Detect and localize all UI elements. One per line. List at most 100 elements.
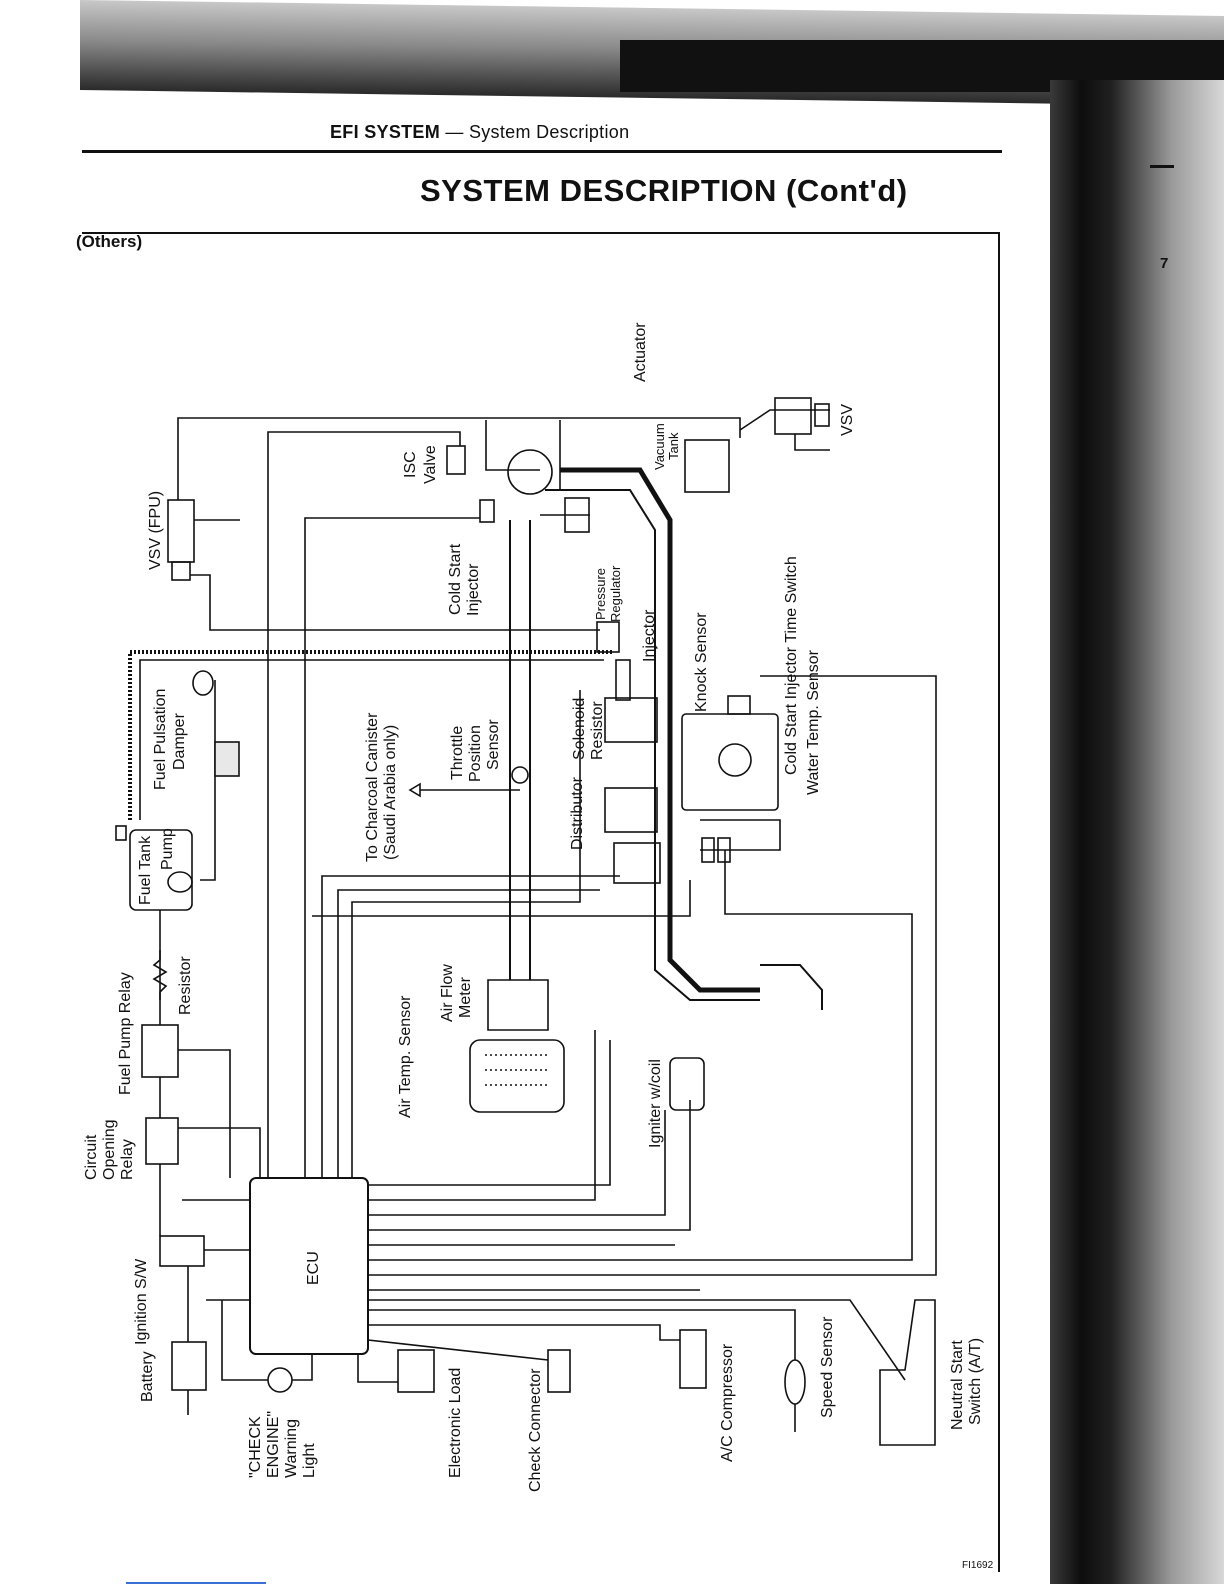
battery (171, 1341, 207, 1391)
label-air-temp-sensor: Air Temp. Sensor (397, 995, 414, 1118)
label-vsv-fpu: VSV (FPU) (147, 491, 164, 570)
resistor-zigzag (152, 950, 168, 1000)
label-ignition-sw: Ignition S/W (133, 1258, 150, 1345)
label-isc-valve-2: Valve (422, 445, 439, 484)
label-water-temp-sensor: Water Temp. Sensor (805, 649, 822, 795)
intake-manifold (560, 467, 760, 993)
cylinder-head-2 (604, 787, 658, 833)
ecu-box (249, 1177, 369, 1355)
page-title: SYSTEM DESCRIPTION (Cont'd) (420, 173, 908, 208)
label-air-flow-meter-1: Air Flow (439, 964, 456, 1022)
fuel-return-line (128, 650, 612, 820)
label-check-engine-2: ENGINE" (265, 1411, 282, 1478)
label-neutral-start-switch-2: Switch (A/T) (967, 1338, 984, 1425)
knock-sensor (727, 695, 751, 715)
circuit-opening-relay (145, 1117, 179, 1165)
label-battery: Battery (139, 1351, 156, 1402)
label-actuator: Actuator (632, 322, 649, 382)
air-cleaner (469, 1039, 565, 1113)
label-charcoal-canister-2: (Saudi Arabia only) (382, 725, 399, 860)
cold-start-time-switch (701, 837, 715, 863)
margin-page-number: 7 (1160, 255, 1169, 272)
label-electronic-load: Electronic Load (447, 1368, 464, 1478)
vacuum-line-vsv (739, 409, 830, 431)
label-knock-sensor: Knock Sensor (693, 612, 710, 712)
label-speed-sensor: Speed Sensor (819, 1316, 836, 1418)
label-fuel-pulsation-damper-1: Fuel Pulsation (152, 689, 169, 790)
margin-dash (1150, 165, 1174, 168)
engine-block (681, 713, 779, 811)
header-section: System Description (468, 122, 630, 142)
label-resistor: Resistor (177, 956, 194, 1015)
figure-frame-top (82, 232, 1000, 234)
throttle-position-sensor (511, 766, 529, 784)
label-vsv: VSV (839, 404, 856, 436)
label-ecu: ECU (305, 1251, 322, 1285)
fuel-pump-relay (141, 1024, 179, 1078)
fuel-injector (615, 659, 631, 701)
label-ac-compressor: A/C Compressor (719, 1343, 736, 1462)
header-separator: — (445, 122, 464, 142)
fuel-tank (129, 829, 193, 911)
label-isc-valve-1: ISC (402, 451, 419, 478)
speed-sensor (784, 1359, 806, 1405)
fuel-pulsation-damper (192, 670, 214, 696)
label-pump: Pump (159, 828, 176, 870)
vacuum-line-top-inner (290, 431, 461, 446)
bottom-blue-line (126, 1582, 266, 1584)
cylinder-head-1 (604, 697, 658, 743)
neutral-start-switch (879, 1299, 936, 1446)
piston (718, 743, 752, 777)
label-pressure-regulator-1: Pressure (593, 568, 608, 620)
water-temp-sensor (717, 837, 731, 863)
throttle-body (507, 449, 553, 495)
vsv-body (774, 397, 812, 435)
label-vacuum-tank-2: Tank (666, 432, 681, 460)
label-igniter-w-coil: Igniter w/coil (647, 1059, 664, 1148)
fuel-filter (214, 741, 240, 777)
label-neutral-start-switch-1: Neutral Start (949, 1340, 966, 1430)
label-throttle-position-sensor-3: Sensor (485, 719, 502, 770)
figure-frame-right (998, 232, 1000, 1572)
label-cold-start-injector-2: Injector (465, 563, 482, 616)
header-system: EFI SYSTEM (330, 122, 441, 142)
label-solenoid-resistor-2: Resistor (589, 701, 606, 760)
pressure-regulator (596, 621, 620, 653)
check-connector-box (547, 1349, 571, 1393)
air-flow-meter (487, 979, 549, 1031)
label-injector: Injector (641, 609, 658, 662)
cold-start-injector (479, 499, 495, 523)
figure-code: FI1692 (962, 1560, 994, 1571)
check-engine-lamp (267, 1367, 293, 1393)
ac-compressor-box (679, 1329, 707, 1389)
label-cold-start-time-switch: Cold Start Injector Time Switch (783, 556, 800, 775)
label-check-connector: Check Connector (527, 1368, 544, 1492)
label-circuit-opening-relay-2: Opening (101, 1120, 118, 1181)
label-fuel-pulsation-damper-2: Damper (171, 712, 188, 770)
subsection-title: (Others) (76, 232, 143, 251)
label-throttle-position-sensor-2: Position (467, 725, 484, 782)
label-check-engine-4: Light (301, 1443, 318, 1478)
label-air-flow-meter-2: Meter (457, 976, 474, 1018)
label-charcoal-canister-1: To Charcoal Canister (364, 712, 381, 862)
fuel-pump (167, 871, 193, 893)
label-fuel-tank: Fuel Tank (137, 835, 154, 905)
label-distributor: Distributor (569, 776, 586, 850)
running-header: EFI SYSTEM — System Description (330, 122, 629, 143)
electronic-load-box (397, 1349, 435, 1393)
label-check-engine-1: "CHECK (247, 1416, 264, 1478)
distributor (613, 842, 661, 884)
label-check-engine-3: Warning (283, 1419, 300, 1478)
vacuum-line-top (177, 417, 741, 500)
label-pressure-regulator-2: Regulator (608, 565, 623, 622)
scan-binding-edge (1050, 80, 1224, 1584)
label-solenoid-resistor-1: Solenoid (571, 698, 588, 760)
label-vacuum-tank-1: Vacuum (652, 423, 667, 470)
ignition-switch (159, 1235, 205, 1267)
label-throttle-position-sensor-1: Throttle (449, 726, 466, 780)
intake-duct (509, 520, 531, 980)
label-circuit-opening-relay-1: Circuit (83, 1134, 100, 1180)
label-cold-start-injector-1: Cold Start (447, 543, 464, 615)
vsv-fpu-body (167, 499, 195, 563)
